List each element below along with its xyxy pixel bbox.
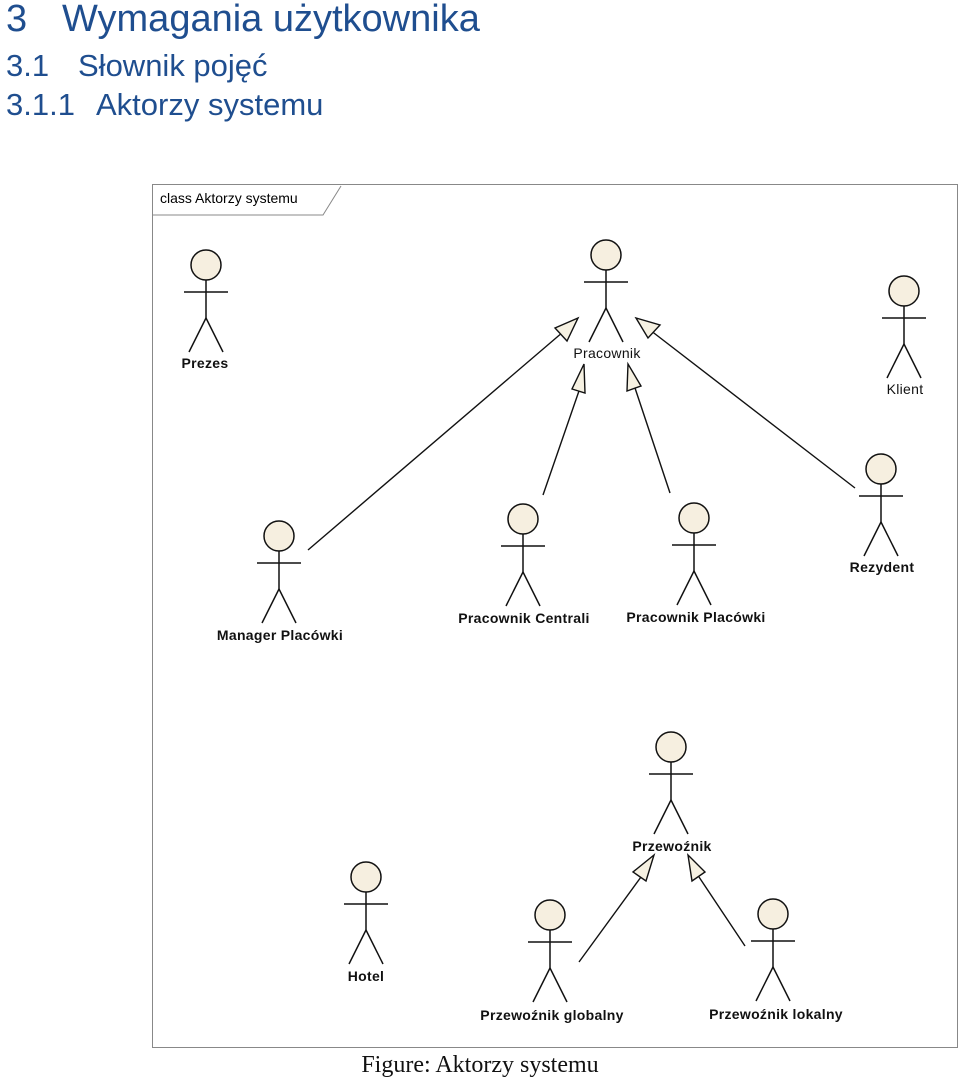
actor-przewoznik-globalny-icon[interactable] [527,898,573,1004]
generalization-line [649,329,856,489]
heading-level-3: 3.1.1 Aktorzy systemu [6,87,323,123]
actor-przewoznik-icon[interactable] [648,730,694,836]
heading-level-1: 3 Wymagania użytkownika [6,0,480,41]
heading-number: 3.1 [6,48,50,83]
heading-text: Wymagania użytkownika [62,0,480,40]
actor-przewoznik-lokalny-label: Przewoźnik lokalny [709,1006,843,1022]
actor-rezydent-label: Rezydent [849,559,915,575]
actor-manager-placowki-icon[interactable] [256,519,302,625]
frame-label: class Aktorzy systemu [160,190,298,206]
actor-hotel-icon[interactable] [343,860,389,966]
generalization-line [307,325,571,551]
generalization-line [578,876,642,963]
frame-tab [153,185,342,216]
generalization-arrowhead [626,361,643,393]
actor-prezes-icon[interactable] [183,248,229,354]
generalization-arrowhead [686,852,707,883]
figure-caption: Figure: Aktorzy systemu [361,1052,599,1078]
heading-number: 3 [6,0,28,40]
generalization-line [634,387,671,494]
actor-pracownik-placowki-icon[interactable] [671,501,717,607]
actor-pracownik-placowki-label: Pracownik Placówki [626,609,766,625]
actor-rezydent-icon[interactable] [858,452,904,558]
heading-text: Aktorzy systemu [96,87,324,122]
actor-pracownik-centrali-label: Pracownik Centrali [458,610,590,626]
heading-text: Słownik pojęć [78,48,268,83]
generalization-arrowhead [634,316,662,340]
generalization-arrowhead [631,853,656,883]
actor-przewoznik-globalny-label: Przewoźnik globalny [480,1007,624,1023]
actor-pracownik-icon[interactable] [583,238,629,344]
heading-number: 3.1.1 [6,87,75,122]
actor-pracownik-label: Pracownik [573,345,641,361]
actor-przewoznik-label: Przewoźnik [632,838,712,854]
actor-przewoznik-lokalny-icon[interactable] [750,897,796,1003]
actor-hotel-label: Hotel [347,968,385,984]
generalization-line [542,387,581,496]
actor-klient-icon[interactable] [881,274,927,380]
actor-klient-label: Klient [886,381,924,397]
actor-manager-placowki-label: Manager Placówki [216,627,344,643]
generalization-arrowhead [553,316,580,343]
actor-pracownik-centrali-icon[interactable] [500,502,546,608]
generalization-arrowhead [571,363,586,394]
generalization-line [698,876,746,947]
heading-level-2: 3.1 Słownik pojęć [6,48,268,84]
actor-prezes-label: Prezes [181,355,229,371]
